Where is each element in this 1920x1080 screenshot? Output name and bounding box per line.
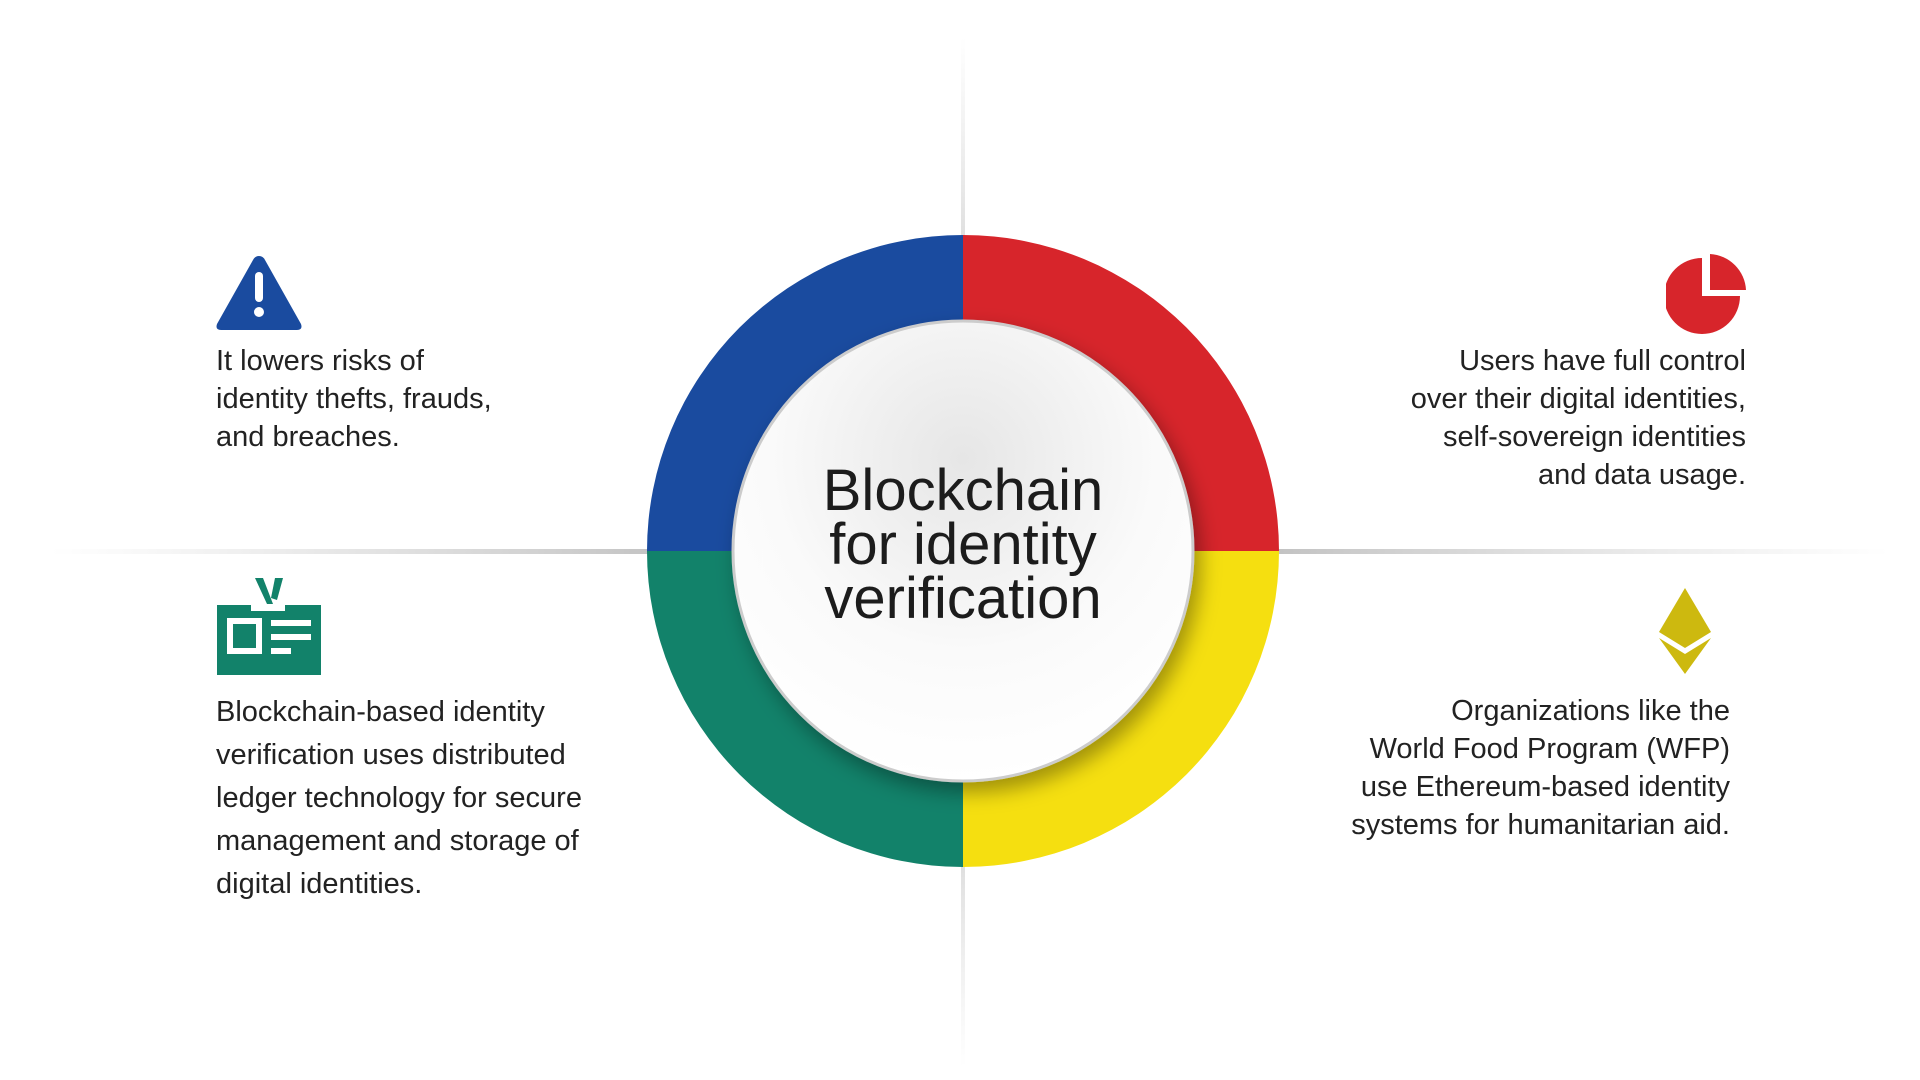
- bottom-left-text: Blockchain-based identity verification u…: [216, 691, 582, 906]
- text-line: Blockchain-based identity: [216, 696, 545, 728]
- id-card-icon: [217, 578, 321, 675]
- text-line: Organizations like the: [1451, 695, 1730, 727]
- text-line: self-sovereign identities: [1442, 421, 1746, 453]
- text-line: over their digital identities,: [1410, 383, 1746, 415]
- text-line: identity thefts, frauds,: [216, 383, 492, 415]
- bottom-right-text: Organizations like the World Food Progra…: [1351, 692, 1730, 844]
- text-line: systems for humanitarian aid.: [1351, 809, 1730, 841]
- center-title: Blockchain for identity verification: [763, 458, 1163, 631]
- text-line: verification uses distributed: [216, 739, 566, 771]
- title-line: for identity: [829, 512, 1097, 577]
- center-circle: [731, 319, 1195, 783]
- text-line: management and storage of: [216, 825, 579, 857]
- top-left-text: It lowers risks of identity thefts, frau…: [216, 342, 492, 456]
- text-line: use Ethereum-based identity: [1360, 771, 1730, 803]
- text-line: digital identities.: [216, 868, 423, 900]
- warning-icon: [216, 256, 302, 330]
- ethereum-icon: [1659, 588, 1711, 674]
- text-line: It lowers risks of: [216, 345, 424, 377]
- title-line: verification: [824, 566, 1102, 631]
- title-line: Blockchain: [822, 458, 1104, 523]
- top-right-text: Users have full control over their digit…: [1411, 342, 1746, 494]
- text-line: Users have full control: [1459, 345, 1746, 377]
- text-line: ledger technology for secure: [216, 782, 582, 814]
- text-line: and breaches.: [216, 421, 400, 453]
- text-line: World Food Program (WFP): [1369, 733, 1730, 765]
- pie-chart-icon: [1666, 254, 1746, 334]
- text-line: and data usage.: [1537, 459, 1746, 491]
